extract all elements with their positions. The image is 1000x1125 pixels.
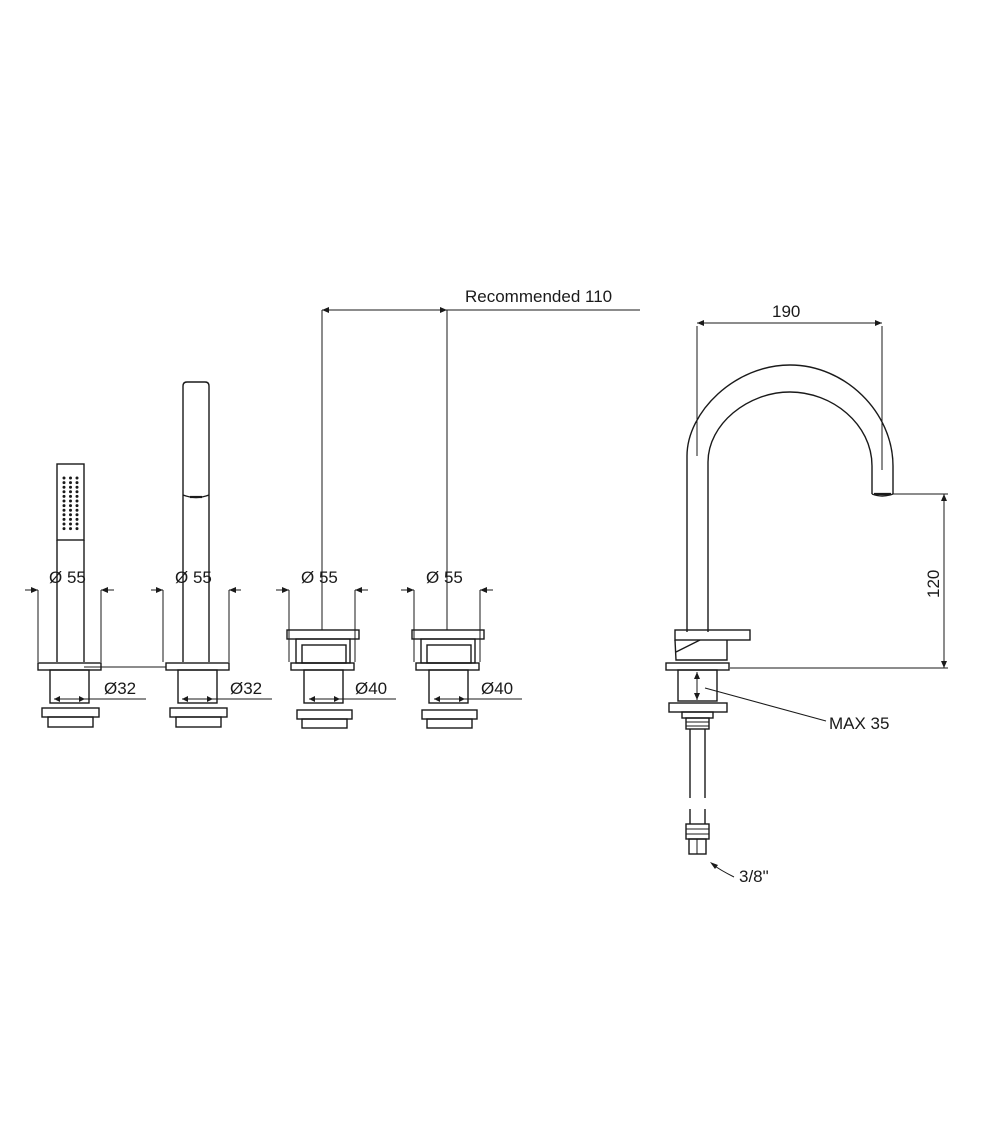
- valve-left-shank-label: Ø40: [355, 679, 387, 698]
- nozzle-dot: [62, 508, 66, 512]
- nozzle-dot: [75, 508, 79, 512]
- recommended-spacing-dimension: [322, 307, 640, 313]
- nozzle-dot: [62, 522, 66, 526]
- nozzle-dot: [75, 522, 79, 526]
- valve-left: [276, 310, 396, 729]
- nozzle-dot: [75, 476, 79, 480]
- nozzle-dot: [69, 513, 72, 517]
- nozzle-dot: [69, 490, 72, 494]
- nozzle-dot: [62, 499, 66, 503]
- nozzle-dot: [75, 481, 79, 485]
- connection-size-label: 3/8": [739, 867, 769, 886]
- nozzle-dot: [69, 517, 72, 521]
- shower-nozzle-dots: [62, 476, 79, 531]
- spout: [665, 320, 948, 878]
- nozzle-dot: [69, 522, 72, 526]
- nozzle-dot: [62, 517, 66, 521]
- nozzle-dot: [69, 481, 72, 485]
- valve-right: [401, 310, 522, 729]
- hand-shower: [25, 463, 166, 728]
- valve-right-shank-label: Ø40: [481, 679, 513, 698]
- holder-diameter-label: Ø 55: [175, 568, 212, 587]
- nozzle-dot: [75, 504, 79, 508]
- nozzle-dot: [62, 485, 66, 489]
- nozzle-dot: [62, 527, 66, 531]
- nozzle-dot: [62, 481, 66, 485]
- nozzle-dot: [69, 499, 72, 503]
- nozzle-dot: [62, 494, 66, 498]
- nozzle-dot: [75, 513, 79, 517]
- nozzle-dot: [75, 490, 79, 494]
- nozzle-dot: [75, 494, 79, 498]
- nozzle-dot: [62, 490, 66, 494]
- spout-reach-label: 190: [772, 302, 800, 321]
- shower-shank-label: Ø32: [104, 679, 136, 698]
- shower-holder: [151, 381, 272, 728]
- valve-left-diameter-label: Ø 55: [301, 568, 338, 587]
- shower-head-diameter-label: Ø 55: [49, 568, 86, 587]
- nozzle-dot: [75, 499, 79, 503]
- nozzle-dot: [69, 485, 72, 489]
- spout-height-label: 120: [924, 570, 943, 598]
- nozzle-dot: [69, 494, 72, 498]
- nozzle-dot: [62, 476, 66, 480]
- max-thickness-label: MAX 35: [829, 714, 889, 733]
- nozzle-dot: [75, 517, 79, 521]
- nozzle-dot: [69, 476, 72, 480]
- valve-right-diameter-label: Ø 55: [426, 568, 463, 587]
- recommended-spacing-label: Recommended 110: [465, 287, 612, 306]
- nozzle-dot: [62, 513, 66, 517]
- nozzle-dot: [69, 527, 72, 531]
- nozzle-dot: [75, 485, 79, 489]
- nozzle-dot: [69, 508, 72, 512]
- nozzle-dot: [75, 527, 79, 531]
- nozzle-dot: [69, 504, 72, 508]
- holder-shank-label: Ø32: [230, 679, 262, 698]
- nozzle-dot: [62, 504, 66, 508]
